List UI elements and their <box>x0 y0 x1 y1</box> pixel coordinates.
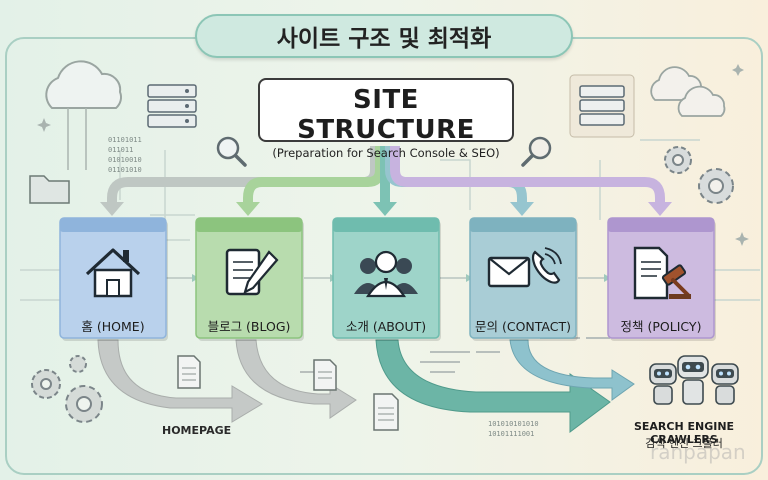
site-structure-subtitle: (Preparation for Search Console & SEO) <box>272 146 500 160</box>
cloud-icon <box>45 60 123 170</box>
page-card <box>469 217 578 341</box>
distribution-arrows <box>107 146 665 205</box>
binary-line: 01101010 <box>108 166 142 174</box>
robot-icon <box>711 363 739 405</box>
crawlers-label: SEARCH ENGINE CRAWLERS <box>633 420 735 446</box>
card-label-about: 소개 (ABOUT) <box>345 319 427 334</box>
robot-icon <box>677 355 709 405</box>
team-icon <box>354 250 418 298</box>
page-card <box>607 217 716 341</box>
robot-crawler-icons <box>649 355 739 405</box>
page-card <box>59 217 168 341</box>
magnifier-icon <box>216 136 247 167</box>
folder-icon <box>29 175 70 204</box>
card-label-contact: 문의 (CONTACT) <box>474 319 571 334</box>
page-card <box>332 217 441 341</box>
card-header <box>608 218 714 232</box>
binary-text-bottom: 101010101010 10101111001 <box>488 420 539 438</box>
notepad-pen-icon <box>225 248 279 296</box>
card-label-policy: 정책 (POLICY) <box>620 319 702 334</box>
magnifier-icon-right <box>521 136 552 167</box>
robot-icon <box>649 363 677 405</box>
card-header <box>470 218 576 232</box>
card-label-home: 홈 (HOME) <box>81 319 145 334</box>
card-header <box>333 218 439 232</box>
sparkle-icons <box>37 64 749 246</box>
house-icon <box>85 248 141 298</box>
cloud-icon-right <box>650 66 726 117</box>
binary-line: 01010010 <box>108 156 142 164</box>
server-icon-right <box>569 74 635 138</box>
bottom-flow-arrows <box>97 339 635 433</box>
gear-icon-right <box>664 146 734 204</box>
gear-icon-left <box>31 355 103 423</box>
crawlers-sublabel: 검색 엔진 크롤러 <box>645 437 723 450</box>
binary-line: 01101011 <box>108 136 142 144</box>
site-structure-box: SITE STRUCTURE (Preparation for Search C… <box>258 78 514 160</box>
site-structure-title: SITE STRUCTURE <box>297 85 475 145</box>
page-title: 사이트 구조 및 최적화 <box>195 14 573 58</box>
binary-line: 011011 <box>108 146 133 154</box>
binary-line: 101010101010 <box>488 420 539 428</box>
homepage-label: HOMEPAGE <box>162 424 232 437</box>
document-gavel-icon <box>633 246 691 300</box>
distribution-arrowheads <box>100 202 672 216</box>
binary-line: 10101111001 <box>488 430 534 438</box>
card-label-blog: 블로그 (BLOG) <box>207 319 291 334</box>
document-lines <box>182 367 394 421</box>
card-header <box>196 218 302 232</box>
binary-text-left: 01101011 011011 01010010 01101010 <box>108 136 142 174</box>
page-card <box>195 217 304 341</box>
page-cards <box>59 217 716 341</box>
watermark: ranpapan <box>650 440 746 464</box>
server-icon <box>147 84 197 128</box>
circuit-lines <box>20 139 760 301</box>
envelope-phone-icon <box>487 247 562 288</box>
card-header <box>60 218 166 232</box>
